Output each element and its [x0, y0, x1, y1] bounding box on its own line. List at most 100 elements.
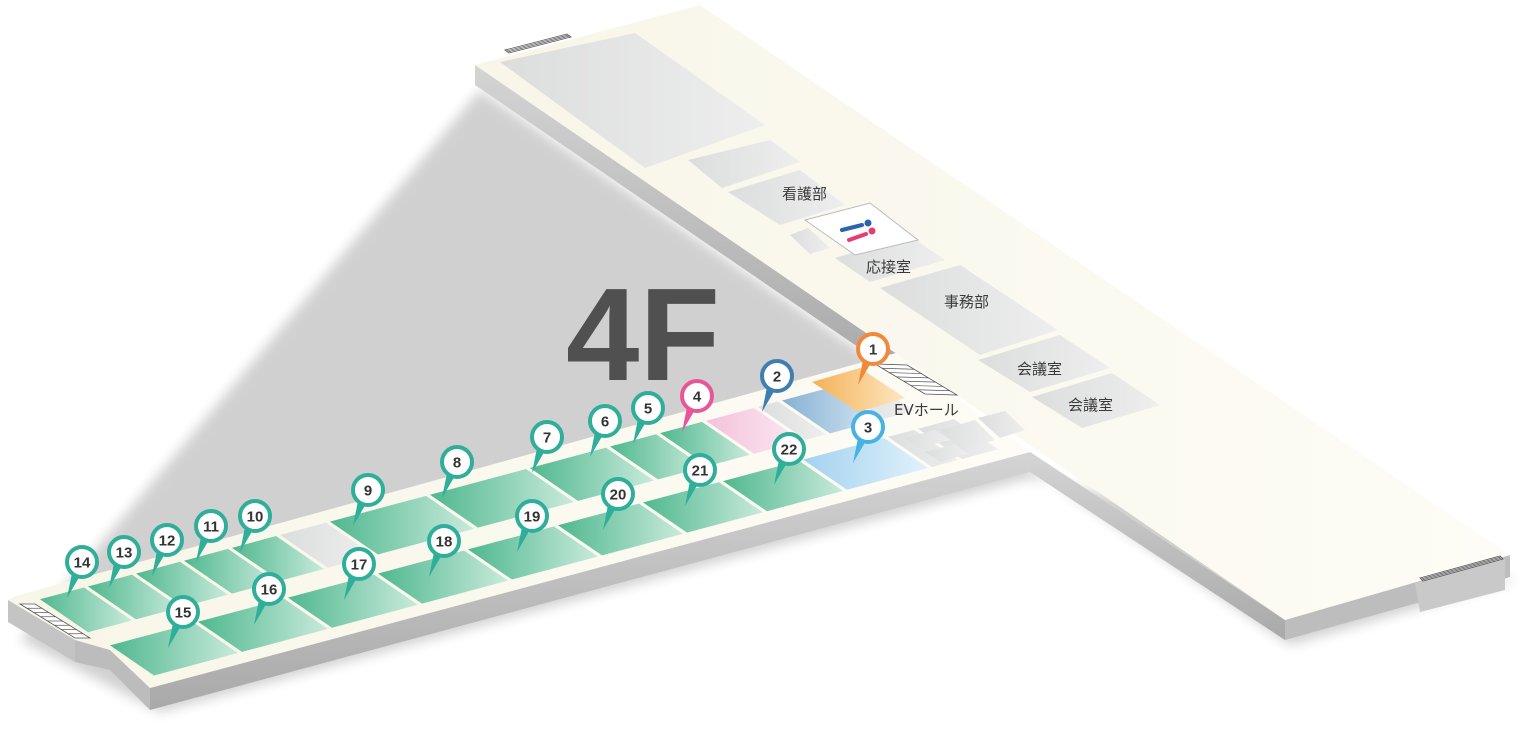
pin-15[interactable]: 15 — [166, 595, 200, 648]
restroom-icon — [840, 219, 876, 242]
label-reception: 応接室 — [866, 258, 911, 276]
pin-4[interactable]: 4 — [680, 379, 714, 432]
pin-head — [760, 359, 794, 393]
room-office — [880, 265, 1058, 355]
room-reception — [835, 236, 945, 282]
room-9[interactable] — [330, 495, 474, 555]
label-meeting-2: 会議室 — [1068, 396, 1113, 414]
room-17[interactable] — [288, 574, 418, 628]
pin-12[interactable]: 12 — [150, 523, 184, 576]
pin-19[interactable]: 19 — [515, 499, 549, 552]
pin-head — [772, 432, 806, 466]
pin-number: 5 — [644, 401, 652, 418]
pin-number: 4 — [693, 389, 702, 406]
room-15[interactable] — [110, 622, 238, 676]
pin-number: 22 — [781, 442, 798, 459]
pin-7[interactable]: 7 — [530, 420, 564, 473]
room-19[interactable] — [468, 526, 598, 580]
pin-22[interactable]: 22 — [772, 432, 806, 485]
room-8[interactable] — [430, 469, 574, 528]
pin-head — [342, 547, 376, 581]
pin-number: 11 — [203, 519, 219, 536]
room-16[interactable] — [198, 598, 328, 652]
label-meeting-1: 会議室 — [1017, 360, 1062, 378]
pin-2[interactable]: 2 — [760, 359, 794, 412]
main-wing-rooms — [500, 33, 1160, 462]
pin-head — [851, 410, 885, 444]
pin-number: 12 — [159, 533, 176, 550]
room-12[interactable] — [136, 561, 228, 607]
room-6[interactable] — [610, 434, 704, 480]
pin-head — [65, 545, 99, 579]
pin-10[interactable]: 10 — [238, 499, 272, 552]
pin-6[interactable]: 6 — [588, 404, 622, 457]
pin-head — [680, 379, 714, 413]
label-ev-hall: EVホール — [894, 401, 959, 419]
room-meeting-1 — [978, 335, 1110, 392]
pin-head — [683, 453, 717, 487]
room-nursing — [728, 170, 845, 225]
pin-head — [150, 523, 184, 557]
pin-14[interactable]: 14 — [65, 545, 99, 598]
pin-17[interactable]: 17 — [342, 547, 376, 600]
room-13[interactable] — [88, 574, 180, 620]
stairs-east — [1419, 555, 1504, 582]
room-storage-large — [500, 33, 765, 168]
room-ev-side-3 — [940, 420, 995, 450]
main-wing-stair-block — [1415, 558, 1505, 612]
pin-number: 3 — [864, 420, 872, 437]
room-1[interactable] — [812, 368, 905, 412]
pin-20[interactable]: 20 — [601, 477, 635, 530]
pin-head — [588, 404, 622, 438]
pin-21[interactable]: 21 — [683, 453, 717, 506]
pin-number: 13 — [116, 545, 133, 562]
pin-number: 19 — [524, 509, 541, 526]
room-ev-side-2 — [925, 444, 968, 462]
pin-number: 10 — [247, 509, 264, 526]
stairs-ev — [873, 363, 959, 396]
pin-number: 16 — [261, 582, 278, 599]
south-wing-notch-face — [75, 640, 150, 710]
pin-number: 8 — [453, 455, 461, 472]
restroom[interactable] — [803, 202, 920, 256]
room-22[interactable] — [723, 460, 843, 512]
pin-11[interactable]: 11 — [194, 509, 228, 562]
room-small-a — [688, 140, 800, 188]
pin-1[interactable]: 1 — [856, 332, 890, 385]
pin-5[interactable]: 5 — [631, 391, 665, 444]
pin-head — [252, 572, 286, 606]
room-utility — [758, 401, 826, 440]
pin-head — [351, 473, 385, 507]
pin-number: 6 — [601, 414, 609, 431]
pin-head — [631, 391, 665, 425]
room-3[interactable] — [803, 437, 928, 490]
pin-3[interactable]: 3 — [851, 410, 885, 463]
pin-number: 18 — [436, 534, 453, 551]
pin-head — [107, 535, 141, 569]
room-18[interactable] — [378, 550, 508, 604]
room-21[interactable] — [643, 482, 763, 533]
stairs-north — [504, 33, 572, 54]
room-20[interactable] — [558, 503, 683, 556]
pin-head — [194, 509, 228, 543]
label-office: 事務部 — [944, 293, 989, 311]
pin-8[interactable]: 8 — [440, 445, 474, 498]
pin-number: 20 — [610, 487, 627, 504]
pin-number: 21 — [692, 463, 709, 480]
pin-number: 1 — [869, 342, 877, 359]
pin-head — [427, 524, 461, 558]
pin-18[interactable]: 18 — [427, 524, 461, 577]
room-11[interactable] — [184, 548, 276, 594]
room-10[interactable] — [232, 536, 324, 581]
room-5[interactable] — [660, 421, 750, 467]
pin-number: 2 — [773, 369, 781, 386]
pin-16[interactable]: 16 — [252, 572, 286, 625]
label-nursing: 看護部 — [782, 185, 827, 203]
pin-13[interactable]: 13 — [107, 535, 141, 588]
pin-9[interactable]: 9 — [351, 473, 385, 526]
room-14[interactable] — [40, 587, 132, 633]
stairs-icon — [18, 33, 1504, 639]
pin-number: 7 — [543, 430, 551, 447]
